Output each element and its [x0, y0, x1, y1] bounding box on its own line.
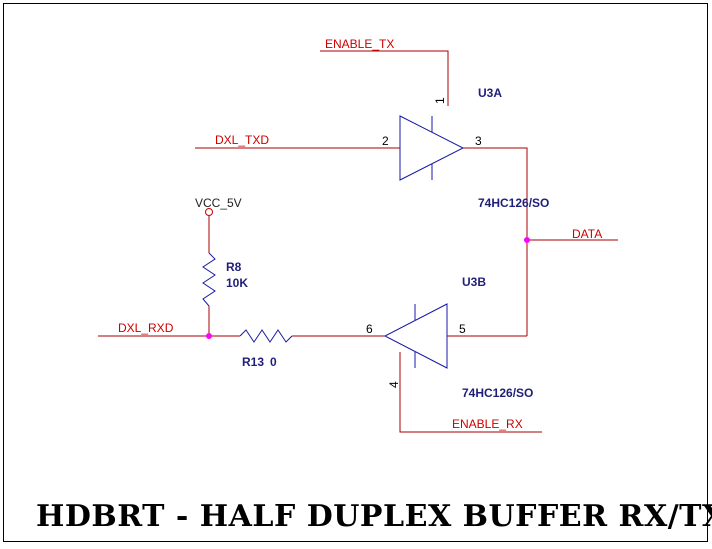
junction-rxd [206, 333, 212, 339]
wires [98, 50, 618, 433]
net-label-enable-tx: ENABLE_TX [325, 37, 394, 51]
schematic-title: HDBRT - HALF DUPLEX BUFFER RX/TX [36, 499, 712, 534]
u3b-triangle [383, 303, 448, 369]
u3b-pin-out: 6 [366, 322, 373, 336]
r13-value: 0 [270, 355, 277, 369]
r13-resistor [239, 329, 293, 343]
r13-ref-text: R13 [242, 355, 264, 369]
u3b-buffer [383, 303, 448, 369]
net-label-dxl-rxd: DXL_RXD [118, 321, 174, 335]
wire-enable-rx [399, 352, 542, 433]
u3b-pin-in: 5 [459, 322, 466, 336]
u3b-ref: U3B [462, 275, 486, 289]
wire-u3a-out [463, 147, 528, 336]
net-label-vcc: VCC_5V [195, 196, 242, 210]
u3a-ref: U3A [478, 86, 502, 100]
frame-border [3, 3, 708, 542]
wire-enable-tx [320, 50, 449, 106]
net-label-dxl-txd: DXL_TXD [215, 133, 269, 147]
u3a-part: 74HC126/SO [478, 196, 549, 210]
junction-data [524, 237, 530, 243]
net-label-enable-rx: ENABLE_RX [452, 417, 523, 431]
r8-value: 10K [226, 276, 248, 290]
r8-ref: R8 [226, 260, 242, 274]
r13-ref: R13 0 [242, 355, 277, 369]
u3a-pin-in: 2 [382, 134, 389, 148]
u3b-pin-enable: 4 [387, 381, 401, 388]
u3a-pin-out: 3 [475, 134, 482, 148]
net-label-data: DATA [572, 227, 602, 241]
r8-resistor [202, 252, 216, 307]
u3a-pin-enable: 1 [433, 97, 447, 104]
vcc-power-symbol [205, 208, 213, 216]
u3a-buffer [399, 115, 465, 181]
u3b-part: 74HC126/SO [462, 386, 533, 400]
